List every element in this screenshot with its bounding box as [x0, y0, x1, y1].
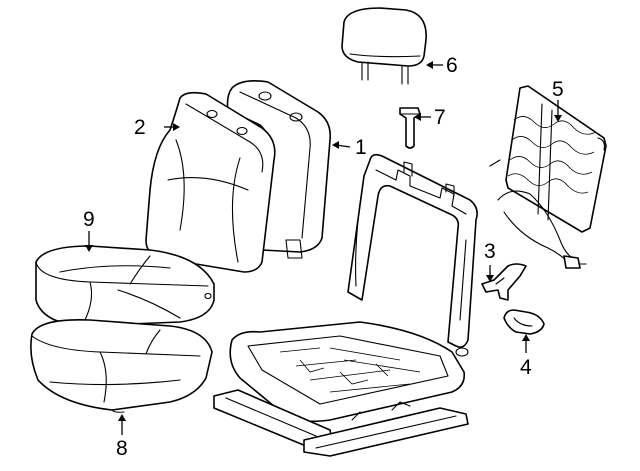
callout-5-label: 5	[552, 78, 564, 101]
callout-4-arrowhead	[522, 334, 530, 341]
seatback-cushion	[145, 91, 276, 273]
callout-leaders	[85, 61, 562, 435]
headrest-guide	[399, 107, 421, 149]
callout-7-label: 7	[434, 106, 446, 129]
seat-cushion	[35, 245, 215, 327]
seat-frame	[213, 153, 478, 457]
callout-3-arrowhead	[486, 275, 494, 282]
callout-8-arrowhead	[118, 414, 126, 421]
callout-4-label: 4	[520, 356, 532, 379]
callout-1-label: 1	[355, 136, 367, 159]
callout-1-arrowhead	[332, 141, 339, 149]
callout-6-label: 6	[446, 54, 458, 77]
seat-cushion-pad	[30, 318, 213, 413]
callout-2-arrowhead	[173, 123, 180, 131]
callout-9-label: 9	[83, 208, 95, 231]
seatback-spring-mat	[489, 85, 607, 269]
headrest	[341, 7, 427, 85]
callout-6-arrowhead	[426, 61, 433, 69]
callout-7-arrowhead	[414, 113, 421, 121]
bracket-4	[503, 309, 545, 335]
clip-3	[481, 263, 527, 301]
callout-3-label: 3	[484, 240, 496, 263]
callout-5-arrowhead	[554, 115, 562, 122]
callout-9-arrowhead	[85, 245, 93, 252]
callout-8-label: 8	[116, 437, 128, 460]
callout-2-label: 2	[134, 116, 146, 139]
